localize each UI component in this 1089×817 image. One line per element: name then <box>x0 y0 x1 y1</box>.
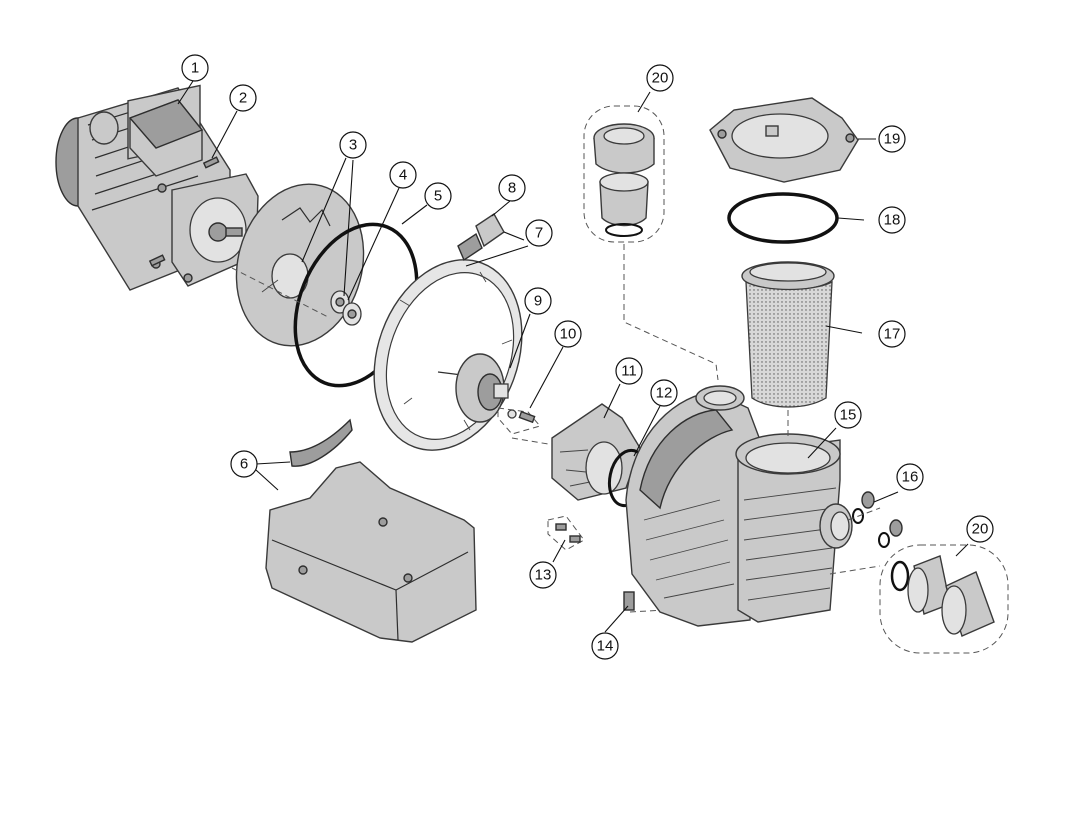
pump-body-part <box>625 385 853 627</box>
callout-8: 8 <box>498 174 526 202</box>
callout-15: 15 <box>834 401 862 429</box>
callout-3: 3 <box>339 131 367 159</box>
svg-text:17: 17 <box>884 326 901 343</box>
motor-part <box>55 84 259 291</box>
svg-text:15: 15 <box>840 407 857 424</box>
svg-text:3: 3 <box>349 137 357 154</box>
callout-12: 12 <box>650 379 678 407</box>
callout-6: 6 <box>230 450 258 478</box>
callout-13: 13 <box>529 561 557 589</box>
union-fitting-right-part <box>879 544 1009 654</box>
svg-text:13: 13 <box>535 567 552 584</box>
leader-lines <box>177 80 969 633</box>
svg-text:2: 2 <box>239 90 247 107</box>
svg-text:11: 11 <box>621 363 637 380</box>
svg-text:14: 14 <box>597 638 614 655</box>
svg-text:20: 20 <box>652 70 669 87</box>
svg-text:9: 9 <box>534 293 542 310</box>
svg-text:1: 1 <box>191 60 199 77</box>
svg-text:18: 18 <box>884 212 901 229</box>
svg-text:7: 7 <box>535 225 543 242</box>
callout-1: 1 <box>181 54 209 82</box>
mechanical-seal-part <box>330 290 362 326</box>
callout-14: 14 <box>591 632 619 660</box>
diffuser-ring-part <box>373 259 523 451</box>
diffuser-part <box>551 403 641 501</box>
callout-9: 9 <box>524 287 552 315</box>
svg-text:8: 8 <box>508 180 516 197</box>
impeller-part <box>437 353 509 423</box>
callout-5: 5 <box>424 182 452 210</box>
lid-oring-part <box>727 192 839 244</box>
strainer-lid-part <box>709 97 859 183</box>
union-fitting-top-part <box>583 105 665 243</box>
svg-text:10: 10 <box>560 326 577 343</box>
callout-17: 17 <box>878 320 906 348</box>
callout-7: 7 <box>525 219 553 247</box>
pump-base-part <box>265 418 477 643</box>
strainer-basket-part <box>741 261 835 408</box>
callout-18: 18 <box>878 206 906 234</box>
motor-bolts-part <box>148 156 220 267</box>
callout-20-top: 20 <box>646 64 674 92</box>
callout-20-right: 20 <box>966 515 994 543</box>
callout-19: 19 <box>878 125 906 153</box>
diffuser-screws-part <box>547 515 585 551</box>
svg-text:16: 16 <box>902 469 919 486</box>
callout-10: 10 <box>554 320 582 348</box>
callout-2: 2 <box>229 84 257 112</box>
small-plugs-part <box>852 491 903 548</box>
impeller-screw-part <box>497 407 541 435</box>
svg-text:4: 4 <box>399 167 407 184</box>
svg-text:20: 20 <box>972 521 989 538</box>
svg-text:12: 12 <box>656 385 673 402</box>
svg-text:5: 5 <box>434 188 442 205</box>
svg-text:19: 19 <box>884 131 901 148</box>
callout-4: 4 <box>389 161 417 189</box>
drain-plug-part <box>457 212 505 262</box>
svg-text:6: 6 <box>240 456 248 473</box>
assembly-axes <box>231 244 881 575</box>
callout-11: 11 <box>615 357 643 385</box>
callout-16: 16 <box>896 463 924 491</box>
